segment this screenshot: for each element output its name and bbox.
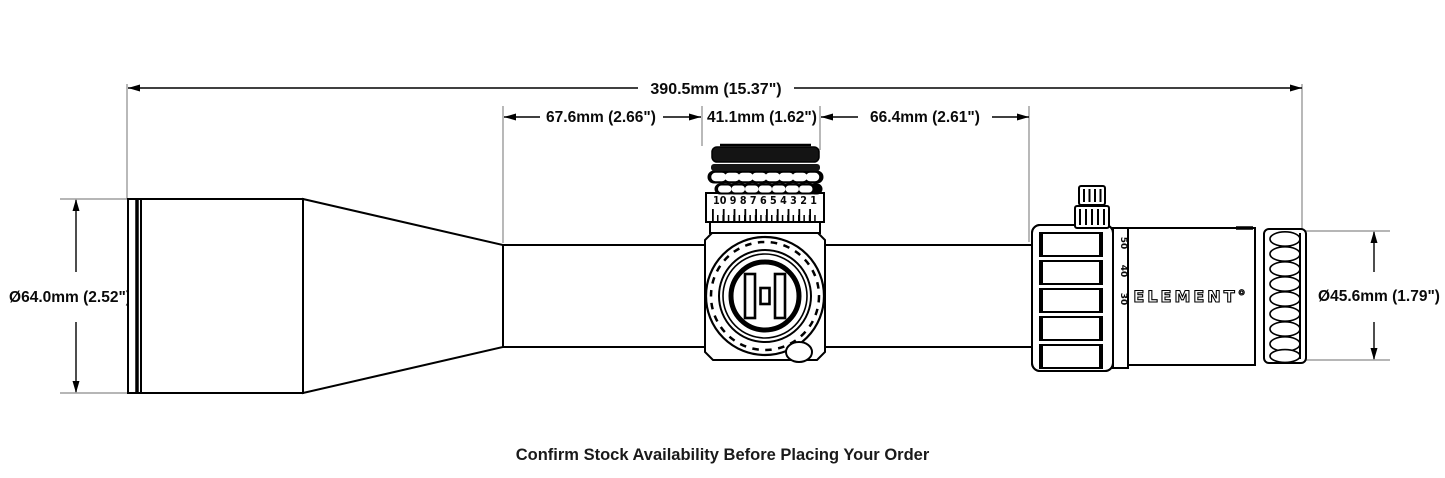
dim-arrow-right: [1017, 113, 1029, 121]
dim-arrow-right: [689, 113, 701, 121]
elevation-turret: 10 9 8 7 6 5 4 3 2 1: [705, 143, 825, 234]
objective-bell: [140, 198, 304, 394]
element-logo-icon: [743, 272, 787, 320]
dim-arrow-up: [72, 199, 80, 211]
eyepiece-diameter-label: Ø45.6mm (1.79"): [1318, 288, 1440, 305]
dim-arrow-up: [1370, 231, 1378, 243]
dim-arrow-left: [504, 113, 516, 121]
mag-mark-40: 40: [1118, 265, 1128, 278]
objective-to-turret-label: 67.6mm (2.66"): [546, 109, 656, 126]
dim-arrow-right: [1290, 84, 1302, 92]
mag-mark-30: 30: [1118, 293, 1128, 306]
dim-objective-diameter: Ø64.0mm (2.52"): [9, 199, 131, 393]
overall-length-label: 390.5mm (15.37"): [650, 81, 781, 98]
dim-objective-to-turret: 67.6mm (2.66"): [504, 109, 701, 126]
side-focus-knob: [704, 235, 826, 363]
dim-arrow-down: [1370, 348, 1378, 360]
knob-scallop-ring: [709, 240, 821, 352]
eyepiece: ELEMENT°: [1127, 226, 1256, 366]
dim-turret-to-zoom-ring: 66.4mm (2.61"): [821, 109, 1029, 126]
objective-front-rim: [127, 198, 142, 394]
turret-cap-lower-band: [711, 164, 820, 171]
dim-arrow-down: [72, 381, 80, 393]
dim-arrow-left: [821, 113, 833, 121]
turret-width-label: 41.1mm (1.62"): [707, 109, 817, 126]
dim-arrow-left: [128, 84, 140, 92]
dim-eyepiece-diameter: Ø45.6mm (1.79"): [1318, 231, 1440, 360]
mag-mark-50: 50: [1118, 237, 1128, 250]
objective-diameter-label: Ø64.0mm (2.52"): [9, 289, 131, 306]
throw-lever-knob: [1074, 185, 1110, 229]
turret-top-cap: [711, 146, 820, 163]
magnification-band: 50 40 30: [1112, 227, 1129, 369]
turret-scale-numbers: 10 9 8 7 6 5 4 3 2 1: [713, 195, 817, 207]
zoom-ring: [1031, 224, 1114, 372]
brand-logo-text: ELEMENT°: [1133, 287, 1248, 306]
bell-taper: [302, 197, 504, 395]
dim-overall-length: 390.5mm (15.37"): [128, 81, 1302, 98]
turret-base-ring: [709, 221, 821, 234]
diopter-knurl: [1269, 231, 1301, 364]
knob-lock-button: [785, 341, 813, 363]
diopter-ring: [1263, 228, 1307, 364]
extension-lines: [60, 84, 1390, 394]
stock-availability-note: Confirm Stock Availability Before Placin…: [515, 446, 930, 464]
turret-to-zoom-ring-label: 66.4mm (2.61"): [870, 109, 980, 126]
